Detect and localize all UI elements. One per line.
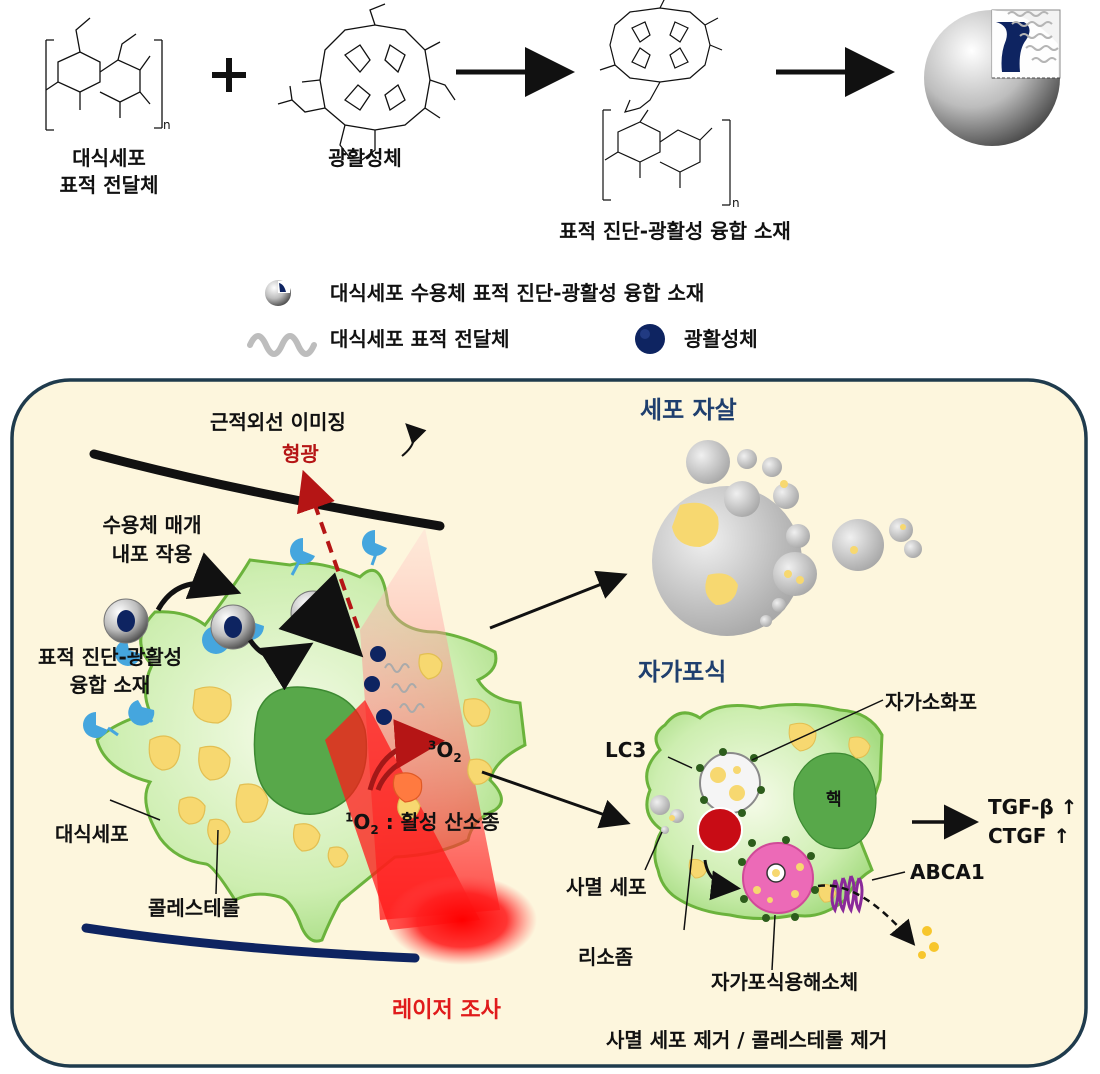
conjugate-label: 표적 진단-광활성 융합 소재 bbox=[559, 219, 791, 243]
triplet-oxygen-sub: 2 bbox=[453, 751, 462, 765]
autophagy-title: 자가포식 bbox=[638, 658, 727, 686]
ctgf-label: CTGF ↑ bbox=[988, 824, 1071, 848]
plus-icon bbox=[212, 58, 246, 92]
tgf-label: TGF-β ↑ bbox=[988, 795, 1078, 819]
legend-carrier-label: 대식세포 표적 전달체 bbox=[330, 327, 510, 351]
nucleus-label: 핵 bbox=[826, 790, 842, 810]
targeting-agent-structure bbox=[45, 17, 163, 131]
singlet-oxygen-symbol: O bbox=[353, 810, 371, 834]
photosensitizer-structure bbox=[277, 3, 456, 161]
autolysosome bbox=[738, 836, 819, 922]
singlet-oxygen-sup: 1 bbox=[345, 810, 354, 825]
lysosome-label: 리소좀 bbox=[578, 945, 634, 969]
effluxed-cholesterol bbox=[918, 926, 939, 959]
abca1-transporter bbox=[830, 875, 864, 914]
photosensitizer-label: 광활성체 bbox=[328, 146, 402, 170]
cholesterol-label: 콜레스테롤 bbox=[148, 896, 240, 920]
polymer-subscript-left: n bbox=[163, 118, 171, 132]
polymer-subscript-mid: n bbox=[732, 196, 740, 210]
legend-photosensitizer-icon bbox=[635, 324, 665, 354]
nir-imaging-label: 근적외선 이미징 bbox=[210, 410, 346, 434]
removal-label: 사멸 세포 제거 / 콜레스테롤 제거 bbox=[606, 1028, 888, 1052]
legend-carrier-icon bbox=[247, 333, 317, 357]
autophagy-nucleus bbox=[793, 752, 877, 850]
legend-nanoparticle-label: 대식세포 수용체 표적 진단-광활성 융합 소재 bbox=[330, 281, 705, 305]
autolysosome-label: 자가포식용해소체 bbox=[711, 970, 859, 994]
targeting-agent-label-1: 대식세포 bbox=[72, 146, 146, 170]
released-photosensitizers bbox=[364, 646, 425, 725]
lower-membrane-line bbox=[81, 923, 420, 963]
conjugate-panel-label-2: 융합 소재 bbox=[69, 673, 151, 697]
dead-cell-fragments bbox=[650, 795, 684, 834]
nanoparticle-sphere bbox=[924, 9, 1061, 146]
cholesterol-droplets bbox=[148, 653, 493, 868]
triplet-oxygen-sup: 3 bbox=[428, 738, 437, 753]
triplet-oxygen-symbol: O bbox=[436, 738, 454, 762]
conjugate-panel-label-1: 표적 진단-광활성 bbox=[37, 645, 183, 669]
fluorescence-label: 형광 bbox=[282, 442, 319, 466]
abca1-label: ABCA1 bbox=[910, 860, 985, 884]
endocytosis-label-2: 내포 작용 bbox=[111, 542, 193, 566]
endocytosis-label-1: 수용체 매개 bbox=[102, 513, 202, 537]
laser-label: 레이저 조사 bbox=[392, 998, 501, 1023]
autophagosome bbox=[696, 748, 765, 818]
conjugate-structure bbox=[599, 0, 731, 206]
apoptotic-cell bbox=[652, 440, 922, 636]
triplet-oxygen-label: 3O2 bbox=[428, 738, 462, 765]
singlet-oxygen-sub: 2 bbox=[370, 823, 379, 837]
upper-membrane-line bbox=[89, 449, 445, 531]
autophagosome-label: 자가소화포 bbox=[885, 690, 977, 714]
apoptosis-title: 세포 자살 bbox=[640, 396, 737, 424]
ros-label: : 활성 산소종 bbox=[378, 810, 500, 834]
lysosome bbox=[697, 807, 743, 853]
dead-cell-label: 사멸 세포 bbox=[566, 875, 647, 899]
lc3-label: LC3 bbox=[605, 738, 647, 762]
legend-photosensitizer-label: 광활성체 bbox=[684, 327, 758, 351]
legend-nanoparticle-icon bbox=[265, 280, 291, 306]
targeting-agent-label-2: 표적 전달체 bbox=[59, 173, 159, 197]
macrophage-label: 대식세포 bbox=[55, 822, 129, 846]
singlet-oxygen-label: 1O2 : 활성 산소종 bbox=[345, 810, 500, 837]
